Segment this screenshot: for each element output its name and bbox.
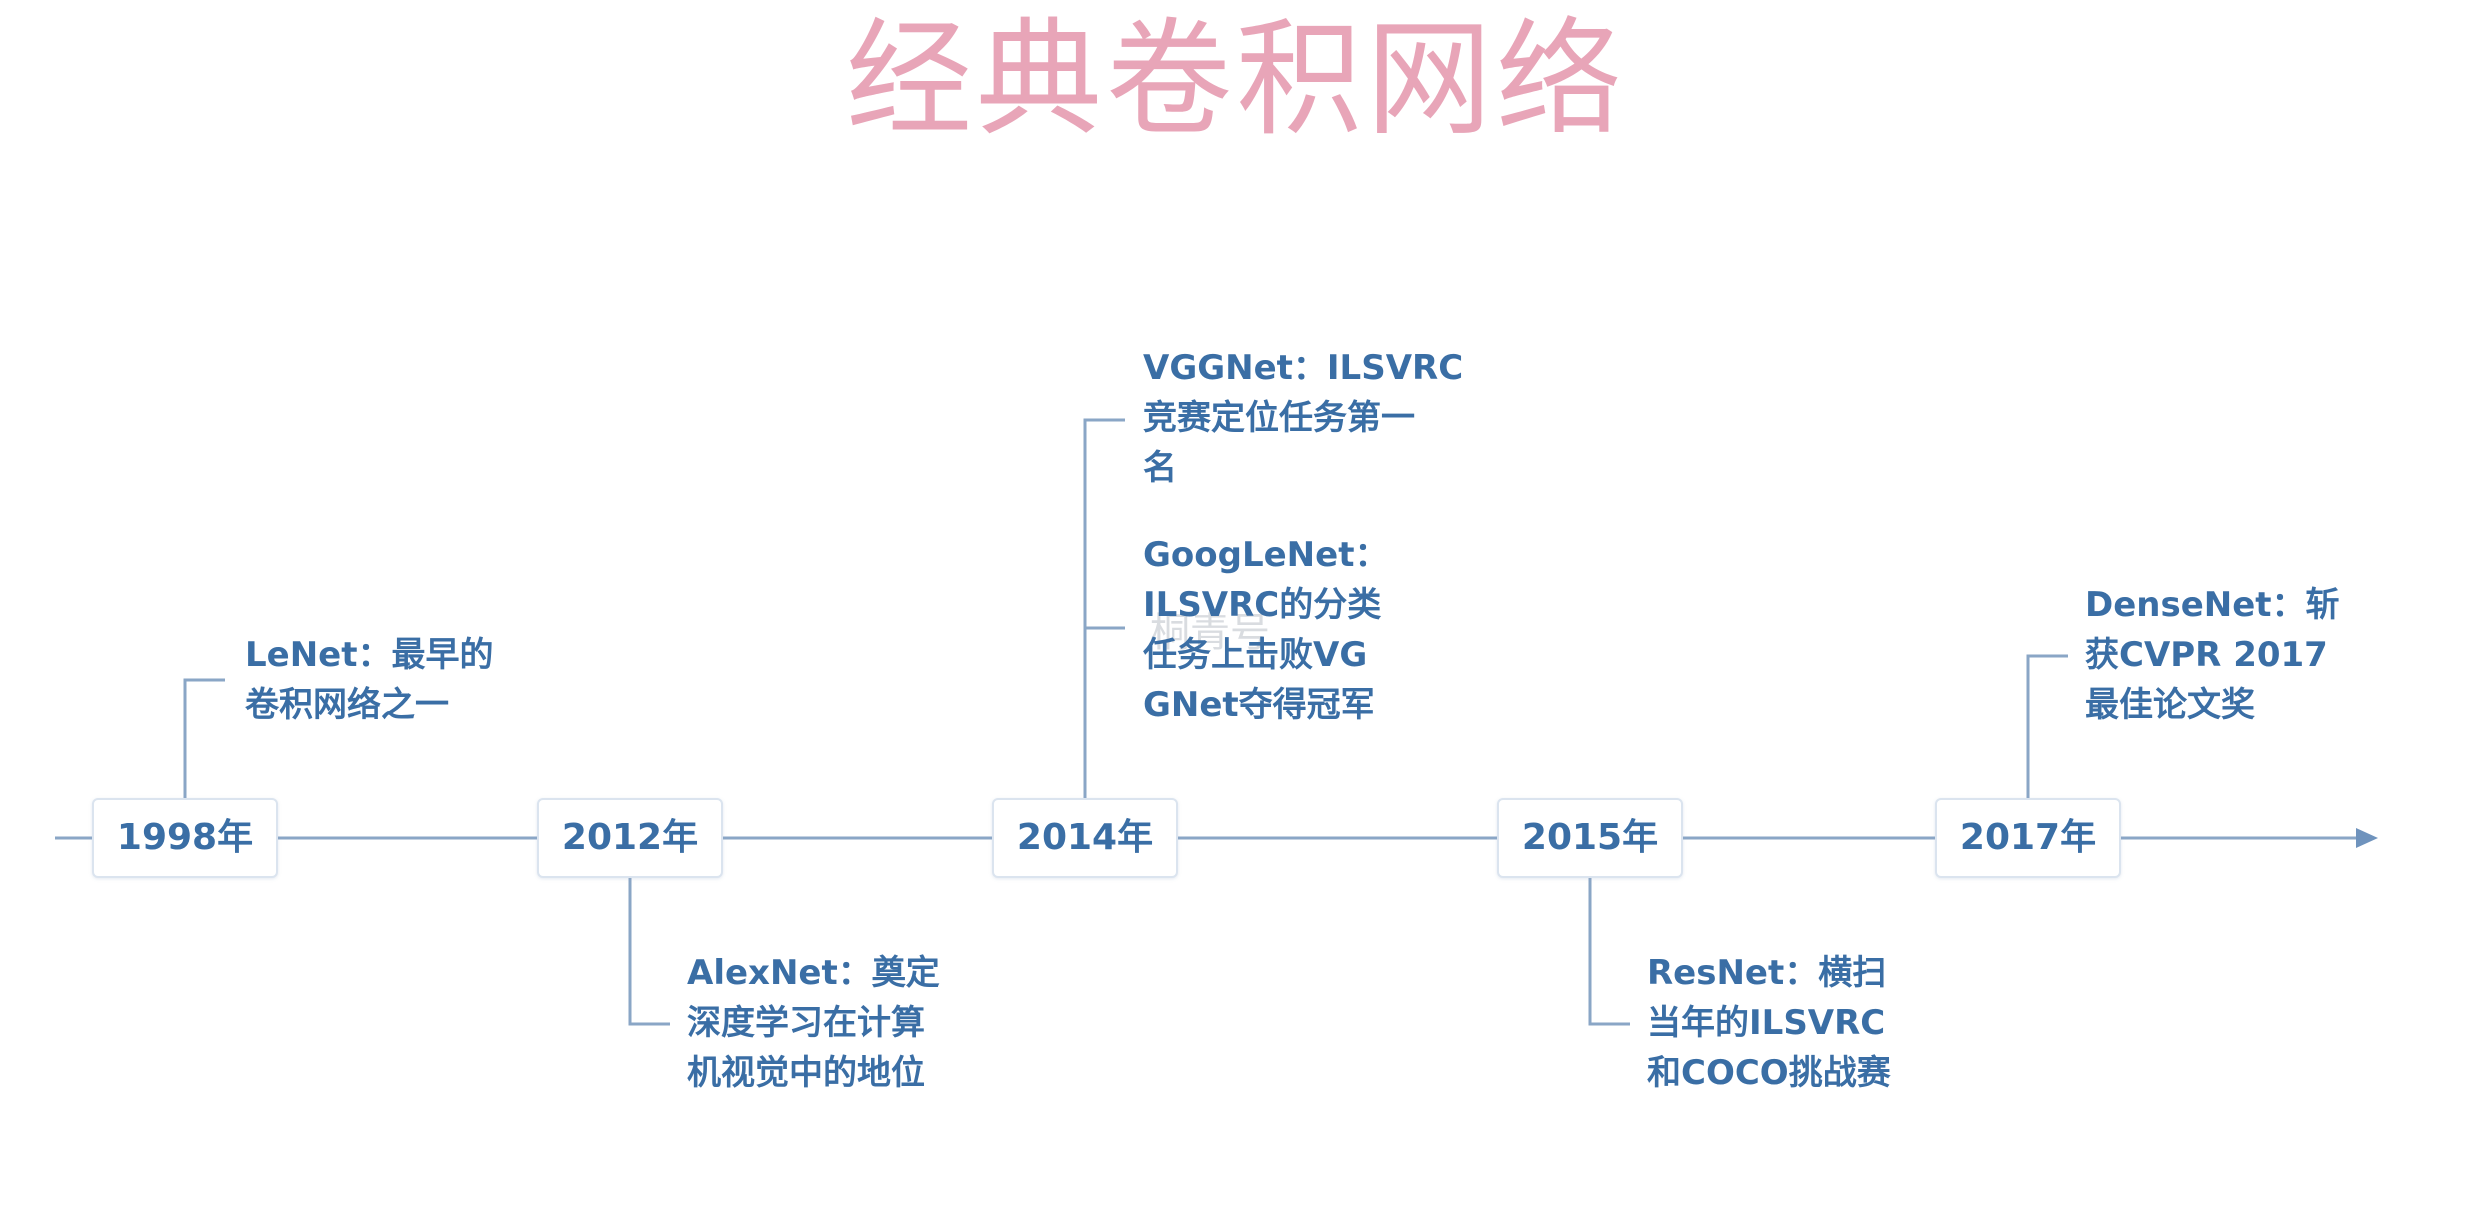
timeline-arrow-head [2356,828,2378,848]
note-lenet: LeNet：最早的 卷积网络之一 [245,635,494,725]
note-alexnet: AlexNet：奠定 深度学习在计算 机视觉中的地位 [687,953,940,1093]
year-box-2015: 2015年 [1497,798,1683,878]
year-box-2012: 2012年 [537,798,723,878]
connector-2014 [1083,418,1125,798]
page-title: 经典卷积网络 [846,6,1626,153]
connector-2012 [628,878,670,1026]
connector-2017 [2026,654,2068,798]
connector-2015 [1588,878,1630,1026]
connector-1998 [183,678,225,798]
note-googlenet: GoogLeNet： ILSVRC的分类 任务上击败VG GNet夺得冠军 [1143,535,1389,725]
watermark-text: 桐青号 [1150,610,1270,656]
note-densenet: DenseNet：斩 获CVPR 2017 最佳论文奖 [2085,585,2340,725]
year-box-2017: 2017年 [1935,798,2121,878]
year-box-1998: 1998年 [92,798,278,878]
year-box-2014: 2014年 [992,798,1178,878]
note-resnet: ResNet：横扫 当年的ILSVRC 和COCO挑战赛 [1647,953,1891,1093]
note-vggnet: VGGNet：ILSVRC 竞赛定位任务第一 名 [1143,348,1464,488]
